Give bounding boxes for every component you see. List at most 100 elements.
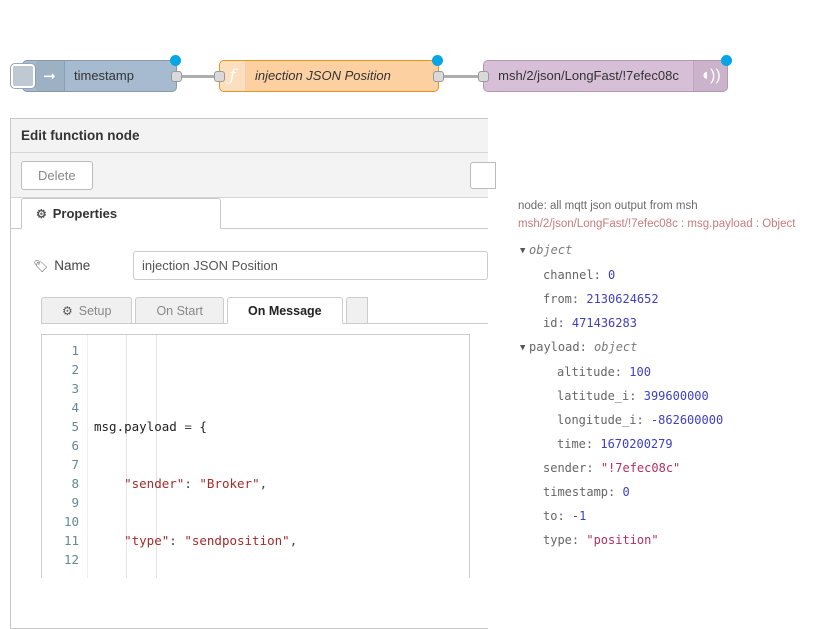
code-line: msg.payload = { — [94, 419, 207, 434]
debug-entry-row[interactable]: ▼payload: object — [510, 335, 826, 360]
debug-entry-value: 2130624652 — [586, 292, 659, 306]
code-tabs: ⚙ Setup On Start On Message — [11, 296, 488, 324]
debug-entry-row[interactable]: id: 471436283 — [510, 311, 826, 335]
name-input[interactable] — [133, 251, 488, 280]
function-status-dot — [432, 55, 443, 66]
gear-icon: ⚙ — [36, 206, 47, 221]
tag-icon: 🏷 — [33, 258, 49, 273]
debug-entry-value: 399600000 — [643, 389, 709, 403]
debug-root-row[interactable]: ▼object — [510, 238, 826, 263]
debug-entry-key: type: — [543, 533, 580, 547]
code-line: "type": "sendposition", — [124, 533, 298, 548]
edit-function-node-panel: Edit function node Delete ⚙ Properties 🏷… — [10, 118, 496, 629]
mqtt-out-node[interactable]: msh/2/json/LongFast/!7efec08c ◖)) — [478, 55, 732, 92]
panel-toolbar: Delete — [11, 153, 496, 198]
debug-entry-key: id: — [543, 316, 565, 330]
debug-entry-value: 0 — [608, 268, 616, 282]
debug-entry-key: payload: — [529, 340, 587, 354]
debug-entry-key: latitude_i: — [557, 389, 637, 403]
debug-entry-row[interactable]: channel: 0 — [510, 263, 826, 287]
debug-entry-row[interactable]: altitude: 100 — [510, 360, 826, 384]
debug-entry-row[interactable]: to: -1 — [510, 504, 826, 528]
line-number: 5 — [71, 419, 79, 434]
debug-entry-value: 0 — [622, 485, 630, 499]
line-number: 9 — [71, 495, 79, 510]
debug-entry-key: to: — [543, 509, 565, 523]
tab-properties-label: Properties — [52, 206, 118, 221]
debug-entry-row[interactable]: timestamp: 0 — [510, 480, 826, 504]
wire-function-to-mqtt — [441, 75, 486, 78]
debug-panel: node: all mqtt json output from msh msh/… — [510, 198, 826, 552]
tab-on-stop-partial[interactable] — [345, 297, 368, 324]
line-number: 12 — [63, 552, 79, 567]
gear-icon: ⚙ — [62, 303, 73, 318]
debug-topic-line: msh/2/json/LongFast/!7efec08c : msg.payl… — [518, 218, 796, 230]
mqtt-status-dot — [721, 55, 732, 66]
name-form-row: 🏷 Name — [11, 245, 488, 290]
debug-entry-key: longitude_i: — [557, 413, 644, 427]
wire-inject-to-function — [181, 75, 221, 78]
inject-output-port[interactable] — [171, 71, 182, 82]
cancel-button-partial[interactable] — [470, 162, 496, 189]
tab-on-start[interactable]: On Start — [135, 297, 224, 324]
debug-entry-value: object — [594, 340, 638, 354]
tab-setup-label: Setup — [78, 303, 112, 318]
line-number: 6 — [71, 438, 79, 453]
tab-properties[interactable]: ⚙ Properties — [21, 198, 221, 229]
debug-entry-value: 471436283 — [571, 316, 637, 330]
debug-entry-value: 100 — [629, 365, 651, 379]
chevron-down-icon[interactable]: ▼ — [520, 246, 526, 256]
debug-entry-key: from: — [543, 292, 580, 306]
debug-entry-row[interactable]: latitude_i: 399600000 — [510, 384, 826, 408]
function-input-port[interactable] — [214, 71, 225, 82]
function-output-port[interactable] — [433, 71, 444, 82]
debug-entry-value: -1 — [571, 509, 587, 523]
tab-on-message[interactable]: On Message — [226, 297, 343, 324]
line-number: 4 — [71, 400, 79, 415]
debug-entry-value: "position" — [586, 533, 659, 547]
tab-on-start-label: On Start — [156, 303, 203, 318]
name-label-text: Name — [54, 258, 91, 273]
line-number: 8 — [71, 476, 79, 491]
debug-entry-key: timestamp: — [543, 485, 616, 499]
tab-setup[interactable]: ⚙ Setup — [41, 297, 133, 324]
broadcast-icon: ◖)) — [693, 61, 727, 91]
mqtt-input-port[interactable] — [478, 71, 489, 82]
name-field-label: 🏷 Name — [33, 258, 133, 273]
editor-code-area[interactable]: msg.payload = { "sender": "Broker", "typ… — [88, 335, 469, 578]
inject-status-dot — [170, 55, 181, 66]
debug-entry-key: channel: — [543, 268, 601, 282]
function-node-label: injection JSON Position — [255, 68, 391, 83]
inject-trigger-button[interactable] — [11, 64, 35, 88]
debug-entry-row[interactable]: longitude_i: -862600000 — [510, 408, 826, 432]
line-number: 10 — [63, 514, 79, 529]
line-number: 3 — [71, 381, 79, 396]
inject-node-label: timestamp — [74, 68, 134, 83]
flow-canvas[interactable]: ➞ timestamp ƒ injection JSON Position ms… — [0, 0, 826, 112]
line-number: 1 — [71, 343, 79, 358]
chevron-down-icon[interactable]: ▼ — [520, 343, 526, 353]
tab-on-message-label: On Message — [247, 303, 322, 318]
debug-entry-value: -862600000 — [650, 413, 724, 427]
debug-entry-row[interactable]: from: 2130624652 — [510, 287, 826, 311]
code-line: "sender": "Broker", — [124, 476, 268, 491]
mqtt-node-label: msh/2/json/LongFast/!7efec08c — [498, 68, 679, 83]
debug-entry-row[interactable]: type: "position" — [510, 528, 826, 552]
line-number: 2 — [71, 362, 79, 377]
function-node[interactable]: ƒ injection JSON Position — [214, 55, 444, 92]
delete-button[interactable]: Delete — [21, 160, 93, 190]
panel-header: Edit function node — [11, 119, 488, 153]
debug-entry-row[interactable]: time: 1670200279 — [510, 432, 826, 456]
panel-tabrow: ⚙ Properties — [11, 198, 488, 229]
line-number: 11 — [63, 533, 79, 548]
debug-entry-row[interactable]: sender: "!7efec08c" — [510, 456, 826, 480]
page-title: Edit function node — [21, 128, 140, 143]
debug-entry-key: sender: — [543, 461, 594, 475]
debug-node-line: node: all mqtt json output from msh — [518, 200, 698, 212]
inject-node[interactable]: ➞ timestamp — [11, 55, 182, 92]
arrow-right-icon: ➞ — [35, 61, 65, 91]
debug-root-label: object — [529, 243, 573, 257]
